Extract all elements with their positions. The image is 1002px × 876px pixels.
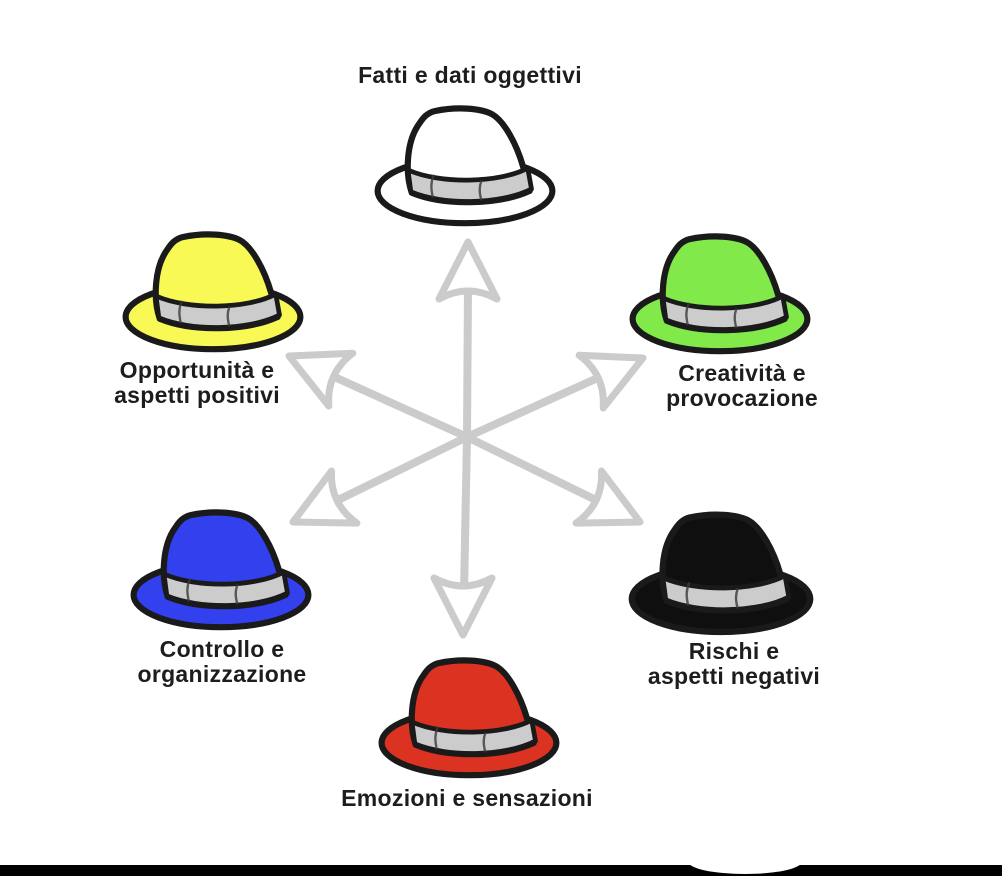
green-hat-label: Creatività e provocazione <box>582 361 902 411</box>
arrow-up <box>435 238 501 441</box>
arrow-down <box>430 433 496 639</box>
white-hat-label: Fatti e dati oggettivi <box>310 63 630 88</box>
black-hat <box>624 500 818 641</box>
radial-arrows-icon <box>285 238 647 639</box>
fedora-hat-icon <box>130 509 312 631</box>
label-line: aspetti negativi <box>647 663 821 689</box>
label-line: Creatività e <box>678 360 806 386</box>
bottom-bar-notch <box>688 849 802 874</box>
label-line: Rischi e <box>688 638 780 664</box>
fedora-hat-icon <box>374 105 556 227</box>
blue-hat <box>126 498 316 636</box>
label-line: Fatti e dati oggettivi <box>358 62 582 88</box>
fedora-hat-icon <box>378 657 560 779</box>
label-line: organizzazione <box>137 661 307 687</box>
label-line: Opportunità e <box>119 357 275 383</box>
black-hat-label: Rischi e aspetti negativi <box>574 639 894 689</box>
red-hat-label: Emozioni e sensazioni <box>307 786 627 811</box>
red-hat <box>374 646 564 784</box>
arrow-upper-left <box>285 349 471 441</box>
label-line: Controllo e <box>159 636 285 662</box>
white-hat <box>370 94 560 232</box>
bottom-black-bar <box>0 865 1002 876</box>
fedora-hat-icon <box>122 231 304 353</box>
fedora-hat-icon <box>628 511 814 636</box>
label-line: provocazione <box>666 385 818 411</box>
arrow-lower-right <box>463 433 644 527</box>
arrow-upper-right <box>463 351 647 441</box>
blue-hat-label: Controllo e organizzazione <box>62 637 382 687</box>
label-line: aspetti positivi <box>114 382 280 408</box>
fedora-hat-icon <box>629 233 811 355</box>
yellow-hat <box>118 220 308 358</box>
yellow-hat-label: Opportunità e aspetti positivi <box>37 358 357 408</box>
label-line: Emozioni e sensazioni <box>341 785 593 811</box>
green-hat <box>625 222 815 360</box>
arrow-lower-left <box>289 433 471 527</box>
